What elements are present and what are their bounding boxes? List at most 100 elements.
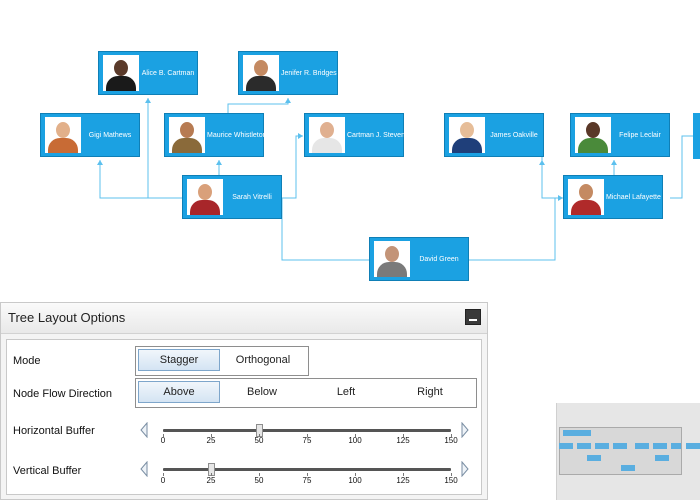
connector-david-sarah (274, 197, 369, 261)
slider-tick-label: 0 (160, 476, 166, 485)
person-photo-icon (449, 117, 485, 153)
node-name: David Green (419, 255, 459, 263)
horizontal-buffer-label: Horizontal Buffer (13, 425, 95, 437)
node-name: Felipe Leclair (619, 131, 661, 139)
overview-node (686, 443, 700, 449)
slider-tick-label: 100 (348, 476, 362, 485)
slider-tick (163, 434, 164, 437)
direction-option-left[interactable]: Left (336, 386, 356, 398)
node-cartman[interactable]: Cartman J. Stevens (304, 113, 408, 157)
slider-tick-label: 25 (206, 436, 216, 445)
mode-option-stagger[interactable]: Stagger (138, 349, 220, 371)
overview-node (655, 455, 669, 461)
node-flow-direction-label: Node Flow Direction (13, 388, 113, 400)
slider-tick (451, 434, 452, 437)
node-david[interactable]: David Green (369, 237, 469, 281)
horizontal-buffer-track[interactable] (163, 429, 451, 432)
vertical-buffer-label: Vertical Buffer (13, 465, 82, 477)
node-name: Sarah Vitrelli (232, 193, 272, 201)
direction-option-below[interactable]: Below (247, 386, 277, 398)
person-photo-icon (575, 117, 611, 153)
slider-tick (211, 434, 212, 437)
node-sarah[interactable]: Sarah Vitrelli (182, 175, 282, 219)
overview-node (595, 443, 609, 449)
vertical-buffer-increase-icon[interactable] (460, 461, 470, 477)
node-name: Gigi Mathews (88, 131, 132, 139)
node-name: Cartman J. Stevens (347, 131, 409, 139)
slider-tick (211, 473, 212, 476)
panel-title: Tree Layout Options (8, 310, 126, 325)
direction-option-right[interactable]: Right (417, 386, 443, 398)
slider-tick (163, 473, 164, 476)
node-name: James Oakville (490, 131, 538, 139)
slider-tick (355, 473, 356, 476)
slider-tick-label: 75 (302, 476, 312, 485)
connector-sarah-alice (147, 98, 182, 199)
overview-node (671, 443, 681, 449)
slider-tick-label: 75 (302, 436, 312, 445)
connector-michael-james (541, 136, 563, 199)
overview-node (587, 455, 601, 461)
node-felipe[interactable]: Felipe Leclair (570, 113, 670, 157)
slider-tick-label: 25 (206, 476, 216, 485)
slider-tick (259, 434, 260, 437)
direction-option-above[interactable]: Above (138, 381, 220, 403)
person-photo-icon (568, 179, 604, 215)
overview-node (613, 443, 627, 449)
vertical-buffer-track[interactable] (163, 468, 451, 471)
overview-node (653, 443, 667, 449)
node-gigi[interactable]: Gigi Mathews (40, 113, 140, 157)
node-name: Alice B. Cartman (141, 69, 195, 77)
slider-tick (259, 473, 260, 476)
node-jenifer[interactable]: Jenifer R. Bridges (238, 51, 338, 95)
person-photo-icon (243, 55, 279, 91)
connector-sarah-gigi (99, 160, 182, 199)
person-photo-icon (374, 241, 410, 277)
panel-body: Mode Stagger Orthogonal Node Flow Direct… (6, 339, 482, 495)
tree-layout-options-panel: Tree Layout Options Mode Stagger Orthogo… (0, 302, 488, 500)
mode-option-orthogonal[interactable]: Orthogonal (235, 354, 291, 366)
node-maurice[interactable]: Maurice Whistleton (164, 113, 267, 157)
slider-tick (451, 473, 452, 476)
person-photo-icon (45, 117, 81, 153)
panel-header[interactable]: Tree Layout Options (1, 303, 487, 334)
overview-node (559, 443, 573, 449)
connector-maurice-jenifer (227, 98, 289, 113)
direction-selector: Above Below Left Right (135, 378, 477, 408)
slider-tick (307, 434, 308, 437)
slider-tick-label: 125 (396, 476, 410, 485)
overview-node (577, 430, 591, 436)
slider-tick-label: 50 (254, 476, 264, 485)
horizontal-buffer-increase-icon[interactable] (460, 422, 470, 438)
person-photo-icon (169, 117, 205, 153)
node-name: Jenifer R. Bridges (281, 69, 337, 77)
mode-label: Mode (13, 355, 41, 367)
person-photo-icon (309, 117, 345, 153)
node-michael[interactable]: Michael Lafayette (563, 175, 663, 219)
slider-tick (307, 473, 308, 476)
slider-tick (403, 434, 404, 437)
overview-node (621, 465, 635, 471)
horizontal-buffer-decrease-icon[interactable] (139, 422, 149, 438)
overview-node (635, 443, 649, 449)
person-photo-icon (103, 55, 139, 91)
connector-david-michael (459, 197, 563, 261)
person-photo-icon (187, 179, 223, 215)
slider-tick-label: 0 (160, 436, 166, 445)
node-alice[interactable]: Alice B. Cartman (98, 51, 198, 95)
minimize-icon[interactable] (465, 309, 481, 325)
slider-tick-label: 125 (396, 436, 410, 445)
slider-tick-label: 150 (444, 476, 458, 485)
offscreen-node (693, 113, 700, 159)
slider-tick-label: 50 (254, 436, 264, 445)
node-name: Maurice Whistleton (207, 131, 267, 139)
diagram-overview[interactable] (556, 403, 700, 500)
slider-tick (403, 473, 404, 476)
connector-michael-offscreen (670, 135, 693, 199)
overview-node (563, 430, 577, 436)
node-james[interactable]: James Oakville (444, 113, 544, 157)
vertical-buffer-decrease-icon[interactable] (139, 461, 149, 477)
slider-tick (355, 434, 356, 437)
node-name: Michael Lafayette (606, 193, 661, 201)
